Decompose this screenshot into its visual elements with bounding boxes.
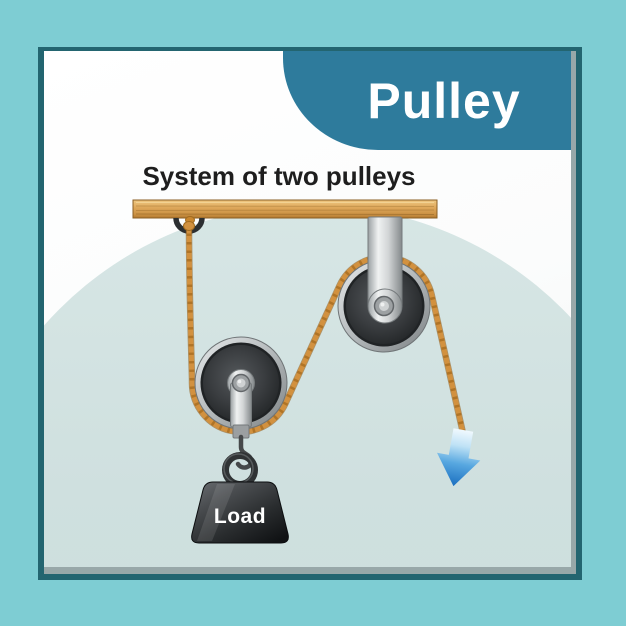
title-banner: Pulley: [283, 51, 571, 150]
illustration-card: Pulley System of two pulleys: [38, 47, 582, 580]
load-label: Load: [214, 505, 266, 528]
right-pulley-bracket: [367, 216, 403, 324]
diagram-heading: System of two pulleys: [142, 161, 416, 191]
pulley-diagram: Load: [132, 199, 481, 544]
card-background: Pulley System of two pulleys: [44, 51, 576, 574]
page-title: Pulley: [367, 72, 521, 129]
wooden-beam: [132, 199, 438, 219]
rope-knot: [183, 216, 195, 231]
load-weight: Load: [191, 481, 289, 544]
force-arrow-icon: [436, 428, 481, 487]
left-pulley-bracket: [227, 369, 255, 439]
load-ring: [222, 452, 258, 488]
background-dome-shape: [44, 205, 571, 567]
